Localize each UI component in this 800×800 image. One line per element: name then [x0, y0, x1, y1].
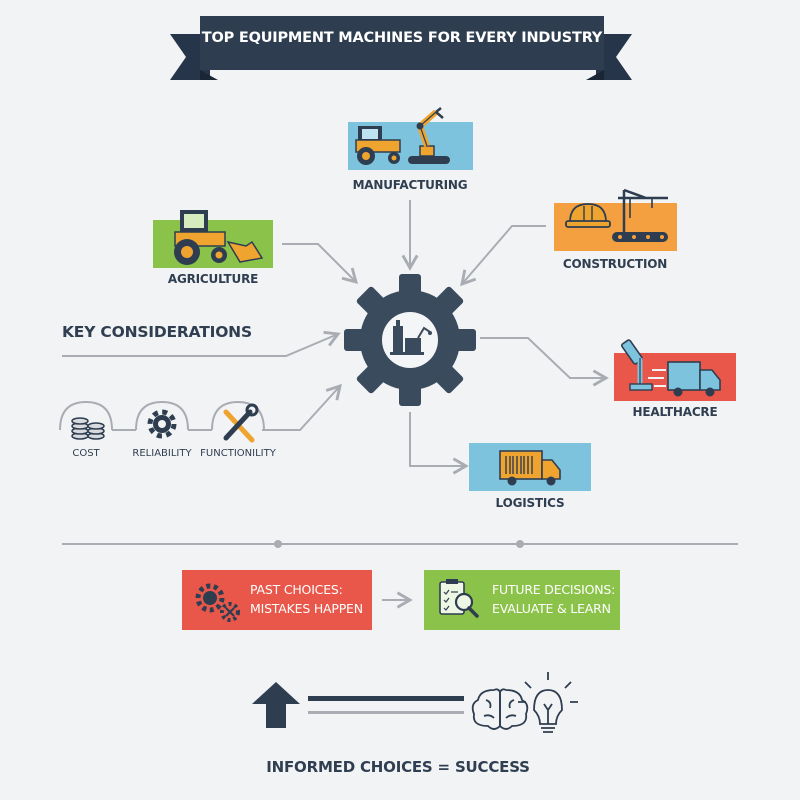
label-agriculture: AGRICULTURE	[167, 272, 259, 286]
coins-icon	[71, 417, 105, 440]
hard-hat-icon	[565, 203, 611, 228]
past-line-1: PAST CHOICES:	[250, 582, 343, 597]
checklist-magnifier-icon	[439, 579, 479, 618]
title-ribbon	[170, 16, 632, 80]
wrench-icon	[223, 403, 259, 443]
construction-card	[554, 188, 677, 251]
considerations-row	[59, 400, 265, 443]
delivery-truck-icon	[648, 361, 721, 397]
key-considerations-heading: KEY CONSIDERATIONS	[62, 323, 252, 341]
broken-gears-icon	[195, 583, 240, 622]
lightbulb-icon	[518, 672, 578, 733]
microscope-icon	[621, 339, 653, 391]
connector-arrows	[62, 200, 609, 475]
robot-arm-icon	[408, 107, 450, 164]
future-line-2: EVALUATE & LEARN	[492, 601, 611, 616]
label-cost: COST	[72, 448, 100, 459]
manufacturing-card	[348, 107, 473, 170]
bar-bottom	[308, 711, 464, 714]
logistics-card	[469, 443, 591, 491]
future-line-1: FUTURE DECISIONS:	[492, 582, 616, 597]
bar-top	[308, 696, 464, 701]
divider	[62, 540, 738, 548]
crane-icon	[612, 188, 668, 242]
brain-icon	[471, 688, 529, 730]
gear-icon	[147, 409, 177, 439]
up-arrow-icon	[252, 682, 300, 728]
healthcare-card	[614, 339, 736, 401]
label-healthcare: HEALTHACRE	[632, 405, 718, 419]
cargo-truck-icon	[499, 450, 561, 486]
tractor-icon	[355, 126, 401, 165]
label-manufacturing: MANUFACTURING	[352, 178, 468, 192]
tractor-icon	[174, 210, 227, 265]
label-logistics: LOGISTICS	[495, 496, 565, 510]
label-reliability: RELIABILITY	[132, 448, 192, 459]
label-construction: CONSTRUCTION	[562, 257, 668, 271]
past-line-2: MISTAKES HAPPEN	[250, 601, 363, 616]
label-functionility: FUNCTIONILITY	[200, 448, 276, 459]
agriculture-card	[153, 210, 273, 268]
footer-slogan: INFORMED CHOICES = SUCCESS	[266, 758, 530, 776]
page-title: TOP EQUIPMENT MACHINES FOR EVERY INDUSTR…	[201, 30, 603, 46]
factory-gear-icon	[344, 274, 476, 406]
plow-icon	[226, 240, 264, 263]
